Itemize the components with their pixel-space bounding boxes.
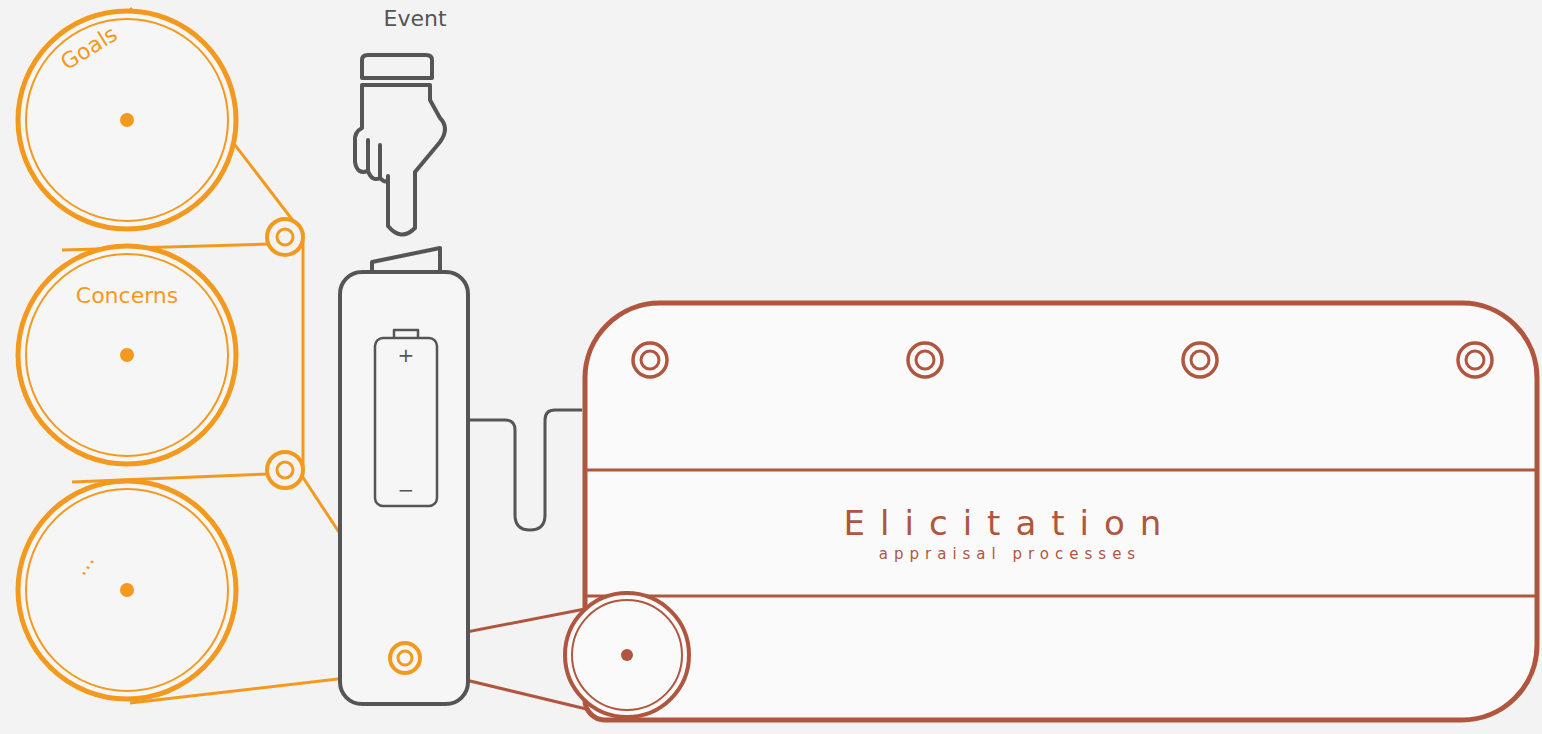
box-text-band: Elicitationappraisal processes — [582, 472, 1438, 594]
pulley-circle: ... — [15, 478, 239, 702]
battery-sign: + — [398, 343, 415, 367]
event-label: Event — [383, 6, 446, 31]
battery-device — [340, 248, 582, 704]
drive-pulley — [390, 643, 420, 673]
pulley-label: Concerns — [76, 283, 178, 308]
box-title: Elicitation — [844, 501, 1177, 545]
elicitation-box: Elicitationappraisal processes — [582, 300, 1542, 725]
battery-sign: − — [398, 478, 415, 502]
pulley-outline — [15, 8, 239, 232]
pulley-circle: Goals — [15, 8, 239, 232]
pulley-circle: Concerns — [15, 243, 239, 467]
pulley-outline — [15, 478, 239, 702]
box-subtitle: appraisal processes — [879, 545, 1141, 565]
idler-pulley — [267, 219, 303, 488]
pulley-outline — [15, 243, 239, 467]
hand-pointer — [355, 55, 445, 235]
